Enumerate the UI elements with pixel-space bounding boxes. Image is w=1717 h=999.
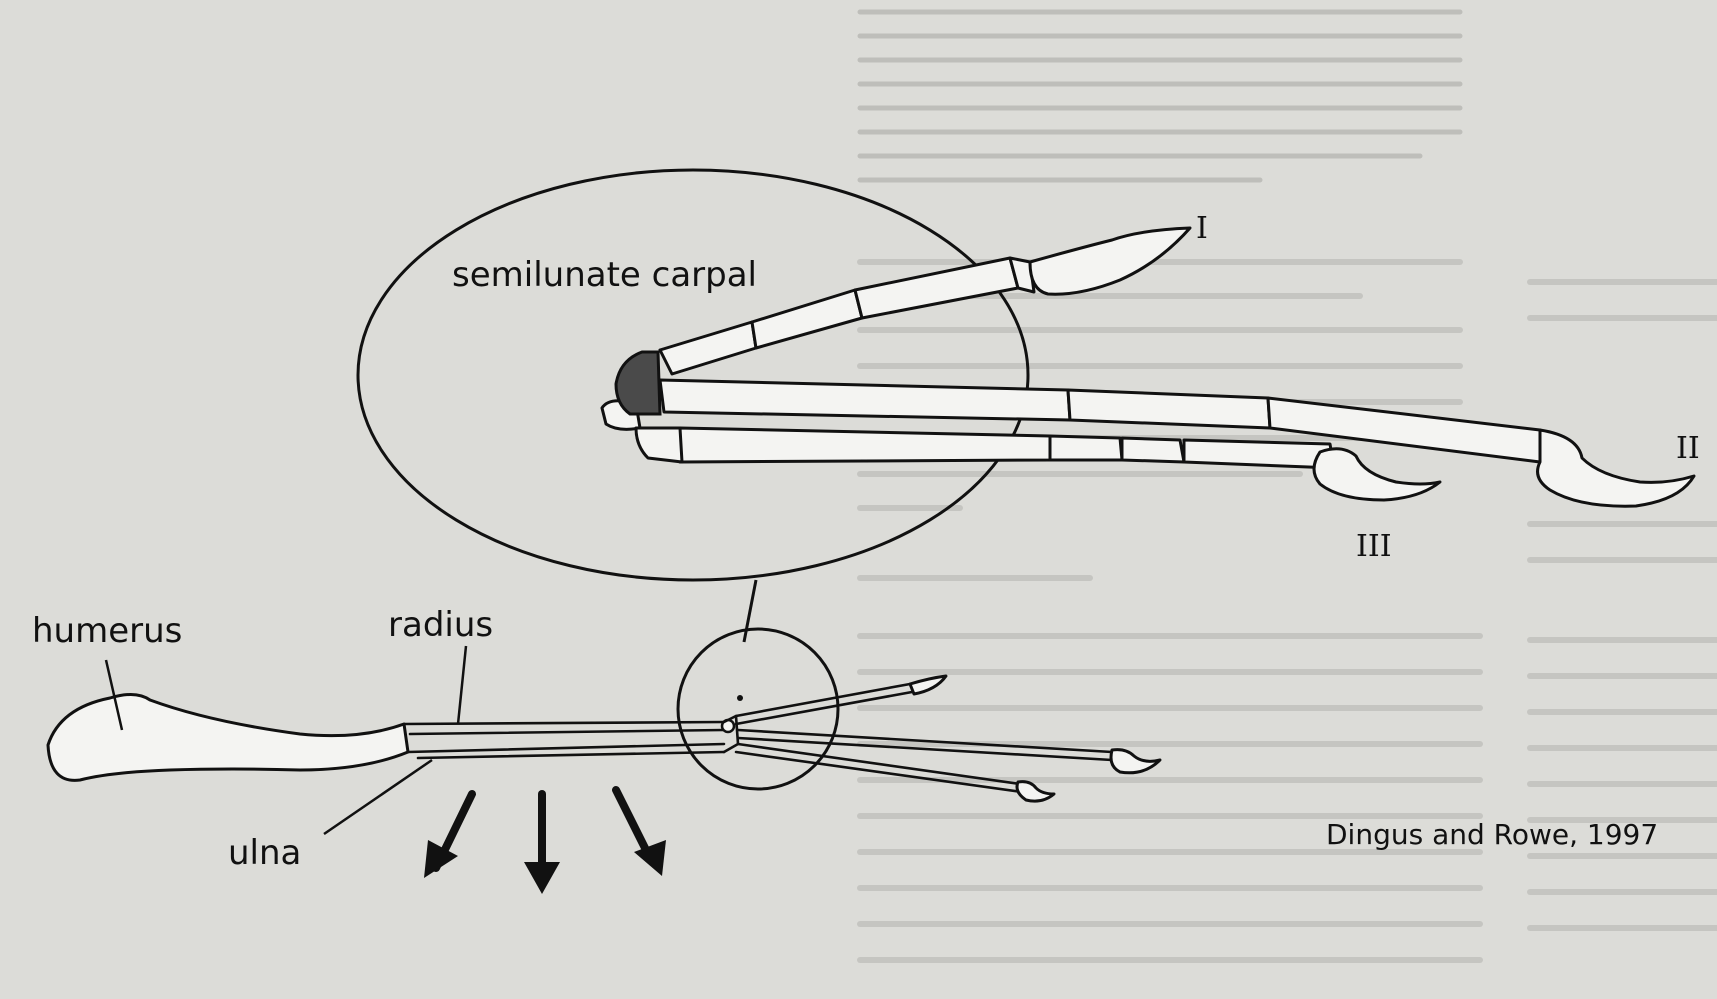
inset-connector-line bbox=[742, 579, 758, 643]
digit-1-phalanx-1 bbox=[750, 288, 864, 350]
finger-3 bbox=[734, 742, 1024, 794]
digit-3-phalanx-3 bbox=[1182, 438, 1336, 470]
finger-1 bbox=[734, 682, 914, 726]
radius-label: radius bbox=[388, 605, 493, 645]
digit-1-metacarpal bbox=[658, 320, 758, 376]
humerus-bone bbox=[46, 693, 410, 782]
digit-1-claw bbox=[1028, 226, 1192, 296]
humerus-leader bbox=[104, 659, 124, 731]
radius-bone bbox=[402, 720, 726, 736]
finger-1-claw bbox=[908, 674, 948, 696]
digit-3-phalanx-1 bbox=[1048, 434, 1124, 462]
finger-3-claw bbox=[1015, 780, 1056, 803]
finger-2-claw bbox=[1109, 748, 1162, 775]
humerus-label: humerus bbox=[32, 611, 182, 651]
digit-1-phalanx-3 bbox=[1008, 256, 1036, 294]
credit-label: Dingus and Rowe, 1997 bbox=[1326, 818, 1658, 851]
radius-leader bbox=[456, 645, 468, 725]
digit-3-metacarpal bbox=[678, 426, 1052, 464]
digit-1-label: I bbox=[1196, 211, 1208, 246]
semilunate-carpal-label: semilunate carpal bbox=[452, 255, 757, 295]
semilunate-carpal-bone bbox=[614, 350, 662, 416]
arrow-down-right-icon bbox=[612, 786, 666, 876]
digit-2-claw bbox=[1536, 428, 1696, 508]
digit-2-label: II bbox=[1676, 431, 1700, 466]
digit-3-claw bbox=[1312, 447, 1442, 502]
digit-1-phalanx-2 bbox=[853, 256, 1020, 320]
hand-skeleton-enlarged bbox=[600, 226, 1696, 508]
arrow-down-icon bbox=[524, 790, 560, 894]
digit-2-metacarpal bbox=[658, 378, 1072, 422]
finger-2 bbox=[736, 728, 1114, 762]
arrow-down-left-icon bbox=[424, 790, 476, 878]
magnified-inset-ellipse bbox=[356, 168, 1030, 582]
ulna-bone bbox=[406, 742, 726, 760]
digit-3-phalanx-2 bbox=[1120, 436, 1186, 464]
digit-3-label: III bbox=[1356, 529, 1392, 564]
distal-carpal bbox=[634, 426, 684, 464]
ulna-leader bbox=[323, 758, 433, 836]
digit-2-phalanx-1 bbox=[1066, 388, 1272, 430]
detail-circle bbox=[676, 627, 840, 791]
wrist-dot bbox=[737, 695, 743, 701]
ulna-label: ulna bbox=[228, 833, 301, 873]
